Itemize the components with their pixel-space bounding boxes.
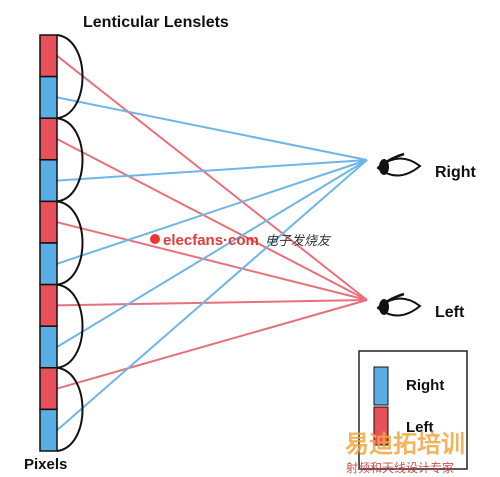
ray-left-5 <box>56 221 368 301</box>
lenslet-4 <box>56 283 84 369</box>
pixels-label: Pixels <box>24 456 67 473</box>
pixel-left-1 <box>39 34 58 78</box>
watermark-dot-icon <box>150 234 160 244</box>
watermark: elecfans·com 电子发烧友 易迪拓培训 射频和天线设计专家 <box>150 232 465 475</box>
left-eye-icon <box>376 292 422 317</box>
legend-right-label: Right <box>406 377 444 394</box>
pixel-right-4 <box>39 159 58 203</box>
pixel-left-3 <box>39 117 58 161</box>
ray-right-4 <box>56 159 368 182</box>
watermark-tagline: 射频和天线设计专家 <box>346 460 454 475</box>
pixel-left-5 <box>39 200 58 244</box>
ray-left-1 <box>56 55 368 301</box>
right-eye-label: Right <box>435 164 477 181</box>
ray-left-9 <box>56 299 368 390</box>
diagram-title: Lenticular Lenslets <box>83 14 229 31</box>
light-rays <box>56 55 368 431</box>
pixel-left-9 <box>39 367 58 411</box>
pixel-right-10 <box>39 408 58 452</box>
right-eye-icon <box>376 152 422 177</box>
pixel-left-7 <box>39 283 58 327</box>
pixel-right-6 <box>39 242 58 286</box>
ray-right-2 <box>56 96 368 161</box>
legend-right-swatch <box>373 366 389 406</box>
watermark-site: elecfans·com <box>163 232 259 249</box>
ray-left-7 <box>56 299 368 307</box>
lenslet-2 <box>56 117 84 203</box>
legend-left-label: Left <box>406 419 434 436</box>
ray-right-8 <box>56 159 368 348</box>
lenslet-3 <box>56 200 84 286</box>
ray-left-3 <box>56 138 368 301</box>
ray-right-6 <box>56 159 368 265</box>
watermark-brand: 易迪拓培训 <box>345 430 465 458</box>
lenslet-1 <box>56 34 84 120</box>
lenslet-array <box>56 34 84 452</box>
pixel-column <box>39 34 58 452</box>
watermark-site-cn: 电子发烧友 <box>265 233 332 248</box>
legend-left-swatch <box>373 406 389 446</box>
left-eye-label: Left <box>435 304 465 321</box>
ray-right-10 <box>56 159 368 431</box>
pixel-right-2 <box>39 75 58 119</box>
lenslet-5 <box>56 366 84 452</box>
legend: Right Left <box>358 350 468 470</box>
pixel-right-8 <box>39 325 58 369</box>
